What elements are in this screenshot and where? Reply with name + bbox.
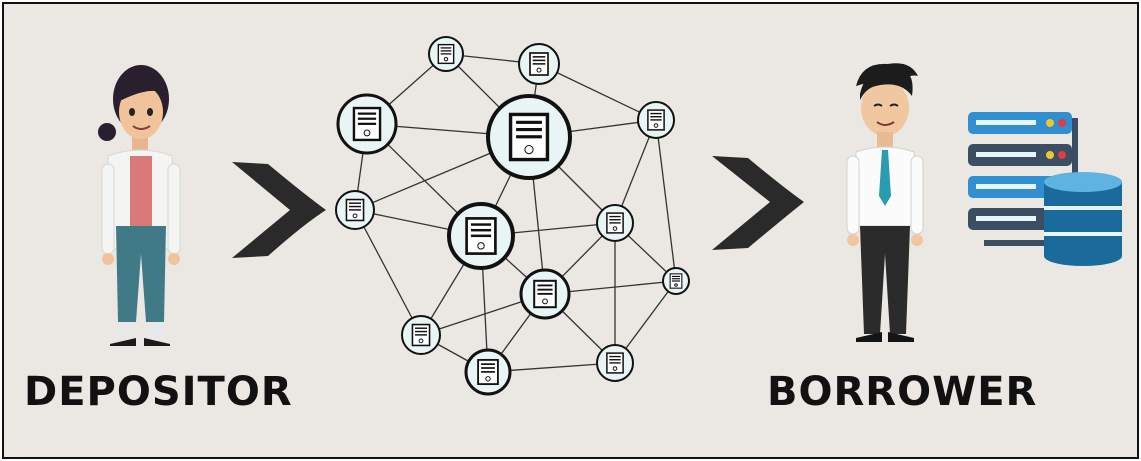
depositor-label: DEPOSITOR [24, 369, 293, 415]
server-node-icon [464, 348, 512, 396]
diagram-canvas [98, 36, 1122, 396]
server-node-icon [428, 36, 464, 72]
server-node-icon [335, 190, 375, 230]
server-node-icon [447, 202, 515, 270]
database-icon [1044, 172, 1122, 266]
server-node-icon [401, 315, 441, 355]
borrower-label: BORROWER [767, 369, 1038, 415]
server-node-icon [637, 101, 675, 139]
server-node-icon [596, 344, 634, 382]
man-borrower-icon [846, 63, 924, 342]
server-node-icon [518, 43, 560, 85]
server-node-icon [336, 93, 398, 155]
woman-depositor-icon [98, 65, 181, 346]
server-node-icon [519, 268, 571, 320]
server-node-icon [486, 94, 572, 180]
network-nodes [335, 36, 690, 396]
chevron-right-icon [712, 156, 804, 250]
chevron-right-icon [232, 162, 326, 258]
server-node-icon [596, 204, 634, 242]
server-node-icon [662, 267, 690, 295]
